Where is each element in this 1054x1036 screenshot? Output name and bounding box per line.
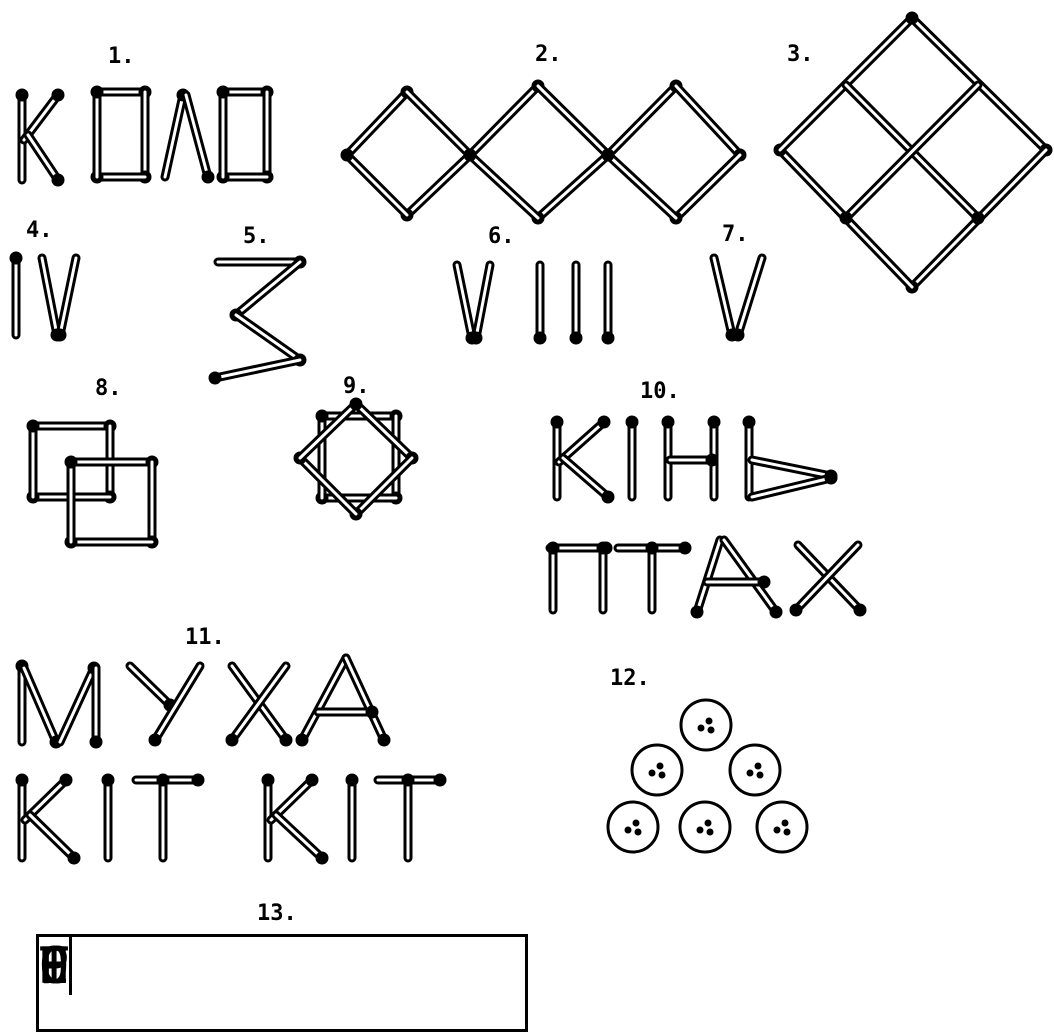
p8-square	[65, 456, 77, 542]
p2-diamond	[676, 86, 746, 161]
coin	[608, 802, 658, 852]
p11-letter-a	[296, 658, 346, 746]
p5-zigzag	[230, 262, 300, 321]
p4-letter-v	[54, 258, 76, 341]
p10-letter-p	[597, 542, 609, 610]
p2-diamond	[538, 86, 614, 161]
p10-letter-x	[798, 545, 866, 616]
p10-letter-x	[790, 545, 858, 616]
p2-diamond	[608, 80, 682, 155]
p7-letter-v	[732, 258, 762, 341]
coin	[757, 802, 807, 852]
p11-letter-k	[276, 815, 328, 864]
p10-letter-soft-sign	[752, 472, 837, 497]
p8-square	[146, 462, 158, 548]
letter-box: Р	[39, 937, 69, 995]
p1-letter-l	[186, 95, 214, 183]
p6-letter-i	[570, 265, 582, 344]
p2-diamond	[470, 80, 544, 155]
p10-letter-k	[563, 458, 614, 503]
p11-letter-a	[318, 706, 378, 718]
p2-diamond	[464, 149, 538, 218]
p9-square	[350, 458, 412, 520]
p6-letter-i	[534, 265, 546, 344]
coin	[681, 700, 731, 750]
p11-letter-t	[402, 774, 414, 858]
p8-square	[27, 420, 39, 497]
p11-letter-m	[24, 668, 62, 748]
p11-letter-m	[90, 668, 102, 748]
p4-letter-i	[10, 252, 22, 335]
p11-letter-i	[346, 774, 358, 858]
coin	[680, 802, 730, 852]
p11-letter-t	[157, 774, 169, 858]
p3-diamond-outline	[780, 12, 918, 150]
p10-letter-t	[646, 542, 658, 610]
p7-letter-v	[714, 258, 738, 341]
p5-zigzag	[209, 360, 300, 384]
p2-diamond	[401, 155, 470, 221]
p11-letter-i	[102, 774, 114, 858]
p8-square	[71, 456, 158, 468]
p8-square	[33, 420, 116, 432]
p10-letter-h	[670, 454, 718, 466]
p10-letter-a	[707, 576, 770, 588]
p11-letter-t	[136, 774, 204, 786]
letter-boxes: С Т О П Е Р	[36, 934, 528, 1032]
p6-letter-i	[602, 265, 614, 344]
p11-letter-k	[30, 815, 80, 864]
p2-diamond	[532, 155, 608, 224]
coin	[632, 745, 682, 795]
p2-diamond	[670, 155, 740, 224]
p10-letter-i	[626, 416, 638, 497]
p2-diamond	[347, 86, 413, 155]
p2-diamond	[602, 149, 676, 218]
p10-letter-k	[559, 416, 610, 462]
p9-square	[316, 492, 396, 504]
p11-letter-u	[149, 666, 200, 746]
p1-letter-o	[261, 92, 273, 183]
p6-letter-v	[470, 265, 490, 344]
p1-letter-o	[139, 92, 151, 183]
p8-square	[65, 536, 152, 548]
p1-letter-k	[28, 135, 64, 186]
p9-square	[390, 416, 402, 504]
coin	[730, 745, 780, 795]
p11-letter-a	[346, 658, 390, 746]
p11-letter-u	[130, 666, 176, 711]
p2-diamond	[341, 149, 407, 215]
p1-letter-o	[91, 86, 103, 177]
p1-letter-o	[217, 86, 229, 177]
p10-letter-p	[547, 542, 559, 610]
p9-square	[300, 398, 362, 458]
